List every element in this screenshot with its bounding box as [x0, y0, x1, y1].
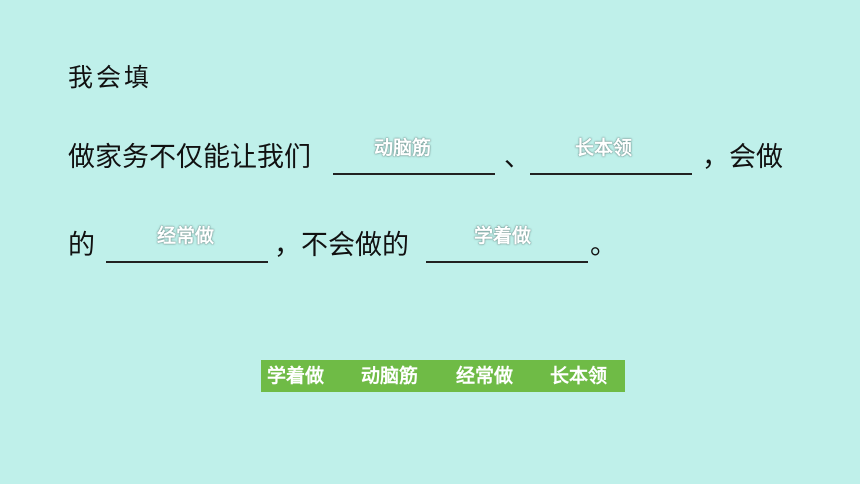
blank-4-answer: 学着做 [474, 225, 532, 247]
sentence-text-end-2: 。 [590, 230, 617, 261]
blank-3-answer: 经常做 [157, 225, 215, 247]
blank-2-underline [530, 173, 692, 175]
word-bank-item[interactable]: 长本领 [550, 365, 608, 387]
sentence-text-start: 做家务不仅能让我们 [68, 142, 311, 173]
sentence-text-middle: ，不会做的 [274, 230, 409, 261]
sentence-text-end: ，会做 [702, 142, 783, 173]
blank-2-answer: 长本领 [575, 137, 633, 159]
word-bank-item[interactable]: 动脑筋 [361, 365, 419, 387]
blank-3-underline [106, 261, 268, 263]
page-title: 我会填 [68, 63, 153, 92]
blank-1-underline [333, 173, 495, 175]
sentence-text-start-2: 的 [68, 230, 95, 261]
word-bank-item[interactable]: 学着做 [267, 365, 325, 387]
blank-1-answer: 动脑筋 [374, 137, 432, 159]
sentence-separator: 、 [504, 142, 531, 173]
word-bank-item[interactable]: 经常做 [456, 365, 514, 387]
word-bank: 学着做 动脑筋 经常做 长本领 [261, 360, 625, 392]
blank-4-underline [426, 261, 588, 263]
